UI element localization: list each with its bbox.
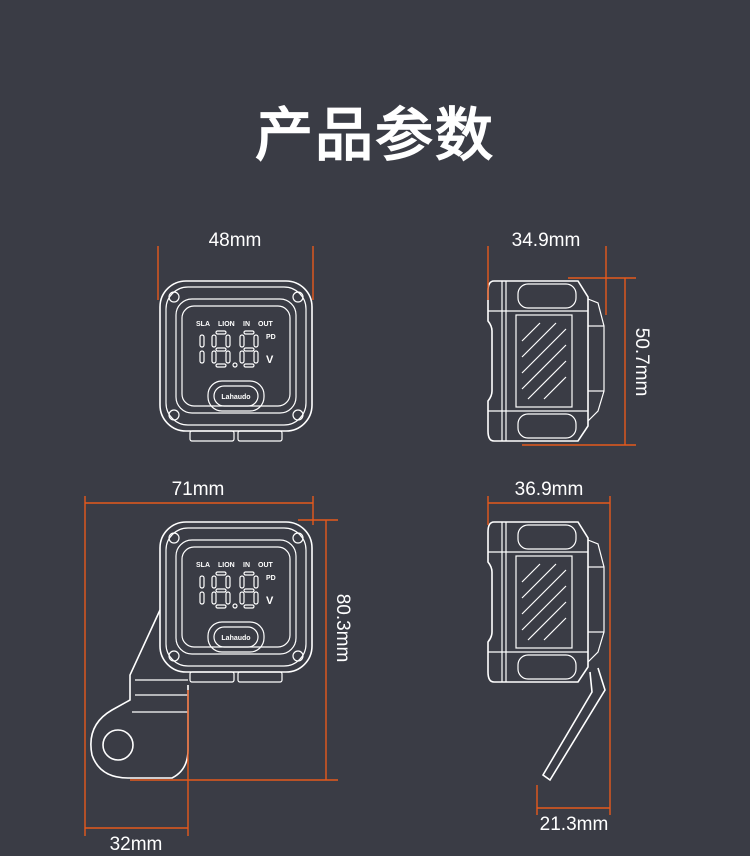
- dim-bracket-offset: 21.3mm: [540, 814, 609, 835]
- label-unit: V: [266, 354, 274, 366]
- digit-display: [199, 330, 259, 368]
- page-title: 产品参数: [254, 101, 495, 169]
- dim-side-height: 50.7mm: [631, 328, 652, 397]
- dim-bracket-width: 71mm: [172, 479, 225, 500]
- front-view: Lahaudo SLA LION IN OUT PD V 48mm: [157, 230, 314, 442]
- bracket-front-view: 71mm 80.3mm 32mm Lahaudo SLA LION IN OUT…: [84, 479, 353, 855]
- dim-side-depth: 34.9mm: [512, 230, 581, 251]
- dim-bracket-height: 80.3mm: [332, 594, 353, 663]
- dim-front-width: 48mm: [209, 230, 262, 251]
- label-unit: V: [266, 595, 274, 607]
- dim-bracket-hole: 32mm: [110, 834, 163, 855]
- label-lion: LION: [218, 562, 235, 569]
- logo-text: Lahaudo: [221, 635, 250, 642]
- bracket-device-front: Lahaudo SLA LION IN OUT PD V: [159, 521, 313, 683]
- label-in: IN: [243, 321, 250, 328]
- side-view: 34.9mm 50.7mm: [487, 230, 652, 446]
- digit-display: [199, 571, 259, 609]
- label-in: IN: [243, 562, 250, 569]
- label-sla: SLA: [196, 562, 210, 569]
- device-front: Lahaudo SLA LION IN OUT PD V: [159, 280, 313, 442]
- label-lion: LION: [218, 321, 235, 328]
- logo-text: Lahaudo: [221, 394, 250, 401]
- dim-bracket-side-depth: 36.9mm: [515, 479, 584, 500]
- bracket-side-view: 36.9mm 21.3mm: [487, 479, 611, 835]
- label-out: OUT: [258, 562, 274, 569]
- label-pd: PD: [266, 575, 276, 582]
- label-pd: PD: [266, 334, 276, 341]
- label-sla: SLA: [196, 321, 210, 328]
- label-out: OUT: [258, 321, 274, 328]
